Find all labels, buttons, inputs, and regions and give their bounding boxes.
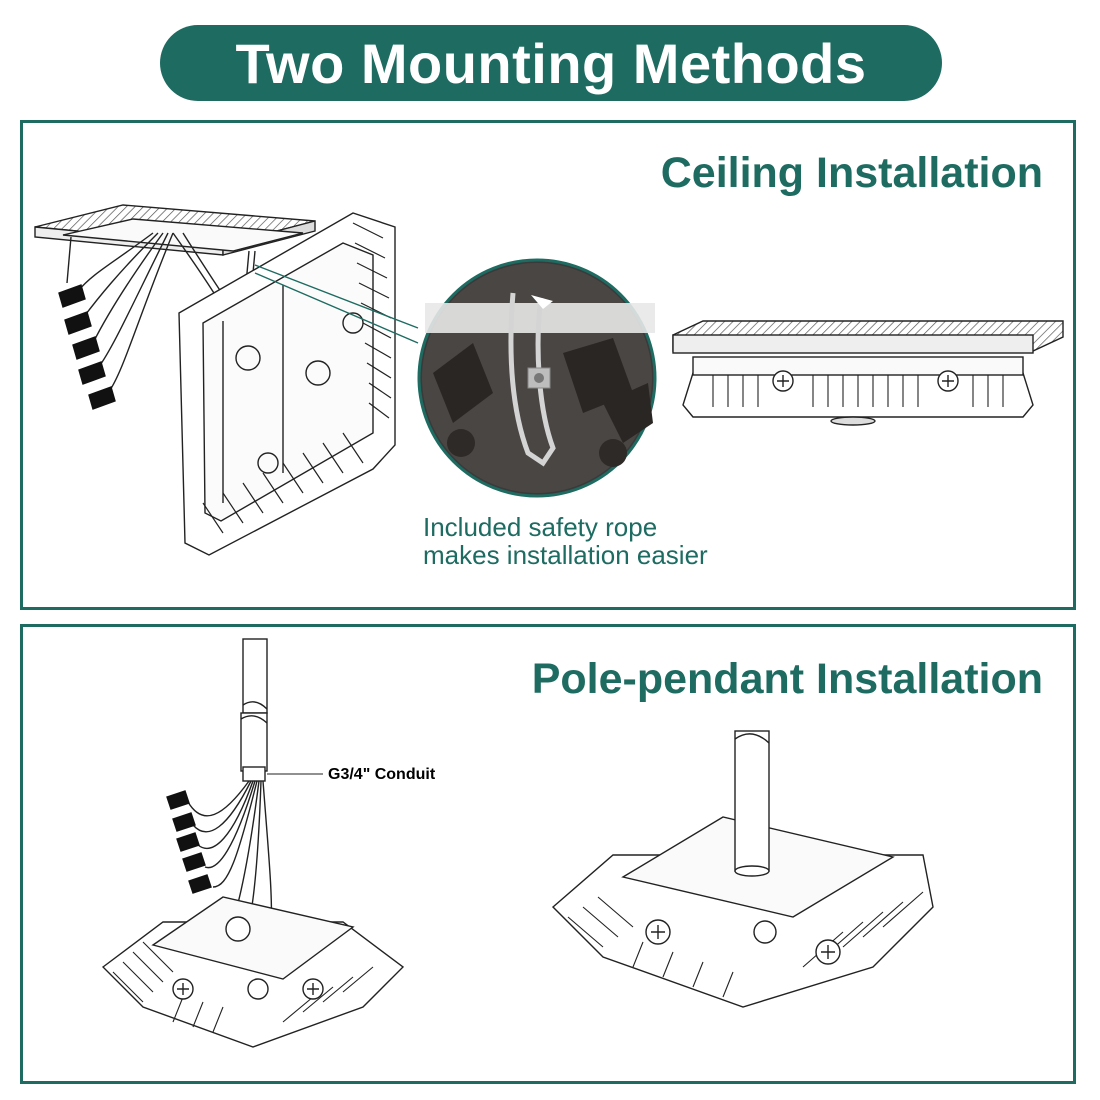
pole-exploded-diagram — [101, 638, 405, 1048]
pole-installation-panel: Pole-pendant Installation — [20, 624, 1076, 1084]
pole-illustrations — [101, 638, 934, 1048]
ceiling-installation-panel: Ceiling Installation — [20, 120, 1076, 610]
pole-assembled-diagram — [551, 730, 934, 1008]
ceiling-illustrations — [34, 204, 1064, 556]
title-banner: Two Mounting Methods — [160, 25, 942, 101]
conduit-label: G3/4" Conduit — [328, 766, 436, 783]
ceiling-mounted-diagram — [672, 320, 1064, 426]
caption-line-1: Included safety rope — [423, 512, 658, 542]
safety-rope-caption: Included safety rope makes installation … — [423, 513, 708, 569]
ceiling-exploded-diagram — [34, 204, 419, 556]
caption-line-2: makes installation easier — [423, 540, 708, 570]
ceiling-heading: Ceiling Installation — [660, 149, 1043, 197]
safety-rope-closeup — [417, 258, 657, 498]
page-title: Two Mounting Methods — [235, 31, 867, 95]
pole-heading: Pole-pendant Installation — [531, 655, 1043, 703]
